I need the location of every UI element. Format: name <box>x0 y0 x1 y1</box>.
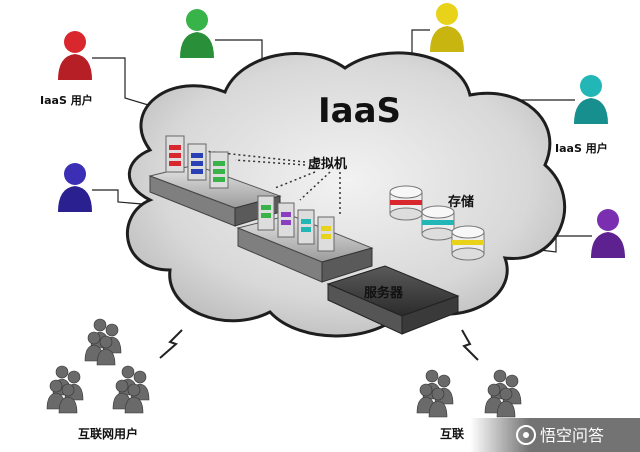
line-blue-user <box>92 189 143 205</box>
watermark-text: 悟空问答 <box>540 426 604 445</box>
line-purple-user <box>539 235 592 253</box>
cloud-shape <box>125 51 567 338</box>
vm-green <box>209 151 229 189</box>
vm-group-2 <box>257 195 335 252</box>
internet-users-label-right: 互联 <box>440 427 464 441</box>
storage-red <box>389 185 423 221</box>
storage-yellow <box>451 225 485 261</box>
user-icon-red <box>58 31 92 80</box>
people-group-icon <box>84 318 122 366</box>
vm-red <box>165 135 185 173</box>
lightning-connectors <box>159 329 479 361</box>
cloud-title: IaaS <box>318 91 401 131</box>
server-rack-1 <box>148 135 282 227</box>
vm-blue <box>187 143 207 181</box>
server-rack-2 <box>236 195 374 283</box>
user-icon-yellow <box>430 3 464 52</box>
line-red-user <box>92 57 166 111</box>
lightning-left <box>159 329 183 359</box>
user-icon-purple <box>591 209 625 258</box>
storage-cyan <box>421 205 455 241</box>
people-group-icon <box>416 369 454 418</box>
user-icon-green <box>180 9 214 58</box>
storage-label: 存储 <box>448 194 474 210</box>
lightning-right <box>461 329 479 361</box>
internet-users-left: 互联网用户 <box>46 318 150 441</box>
iaas-user-label-right: IaaS 用户 <box>555 141 608 155</box>
user-icon-blue <box>58 163 92 212</box>
internet-users-right: 互联 <box>416 369 522 441</box>
iaas-user-label-left: IaaS 用户 <box>40 93 93 107</box>
vm-label: 虚拟机 <box>308 156 347 172</box>
iaas-cloud: IaaS <box>125 51 567 338</box>
iaas-users: IaaS 用户 IaaS 用户 <box>40 3 625 258</box>
people-group-icon <box>46 365 84 414</box>
physical-server: 服务器 <box>326 265 460 335</box>
server-label: 服务器 <box>364 285 404 301</box>
people-group-icon <box>112 365 150 414</box>
watermark: 悟空问答 <box>470 418 640 452</box>
vm-dotted-lines <box>194 149 341 215</box>
internet-users-label-left: 互联网用户 <box>78 426 138 441</box>
storage-group: 存储 <box>389 185 485 261</box>
user-icon-cyan <box>574 75 608 124</box>
people-group-icon <box>484 369 522 418</box>
watermark-logo-icon <box>516 425 536 445</box>
